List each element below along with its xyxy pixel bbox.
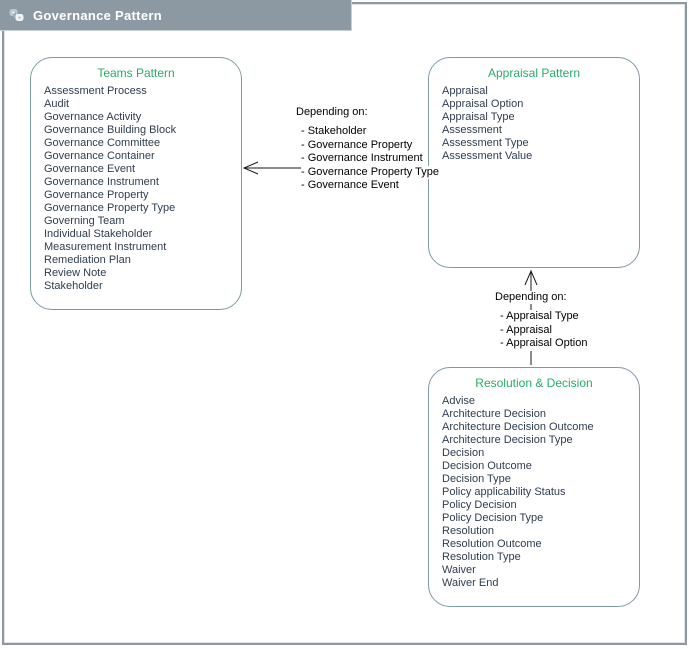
concept-item: Individual Stakeholder — [44, 228, 153, 240]
concept-item: Policy applicability Status — [442, 486, 566, 498]
concept-item: Governing Team — [44, 215, 125, 227]
pattern-box-title: Teams Pattern — [97, 66, 175, 80]
concept-item: Policy Decision Type — [442, 512, 544, 524]
dependency-item: - Appraisal — [500, 323, 554, 337]
dependency-label-title: Depending on: — [495, 291, 569, 304]
dependency-label-appraisal-to-teams: Depending on: - Stakeholder- Governance … — [296, 106, 441, 193]
concept-item: Decision Type — [442, 473, 511, 485]
concept-item: Governance Instrument — [44, 176, 159, 188]
concept-item: Appraisal — [442, 85, 488, 97]
concept-item: Architecture Decision — [442, 408, 546, 420]
concept-item: Remediation Plan — [44, 254, 131, 266]
dependency-item: - Appraisal Option — [500, 337, 590, 351]
concept-item: Stakeholder — [44, 280, 103, 292]
concept-item: Decision Outcome — [442, 460, 532, 472]
concept-item: Assessment — [442, 124, 502, 136]
concept-item: Advise — [442, 395, 476, 407]
concept-item: Governance Property — [44, 189, 149, 201]
concept-item: Governance Event — [44, 163, 136, 175]
dependency-item: - Governance Property Type — [301, 165, 441, 179]
dependency-item-list: - Appraisal Type- Appraisal- Appraisal O… — [495, 310, 590, 351]
concept-item: Resolution — [442, 525, 494, 537]
sitemap-icon — [9, 8, 24, 21]
dependency-item-list: - Stakeholder- Governance Property- Gove… — [296, 125, 441, 193]
concept-item: Governance Activity — [44, 111, 142, 123]
concept-item: Governance Building Block — [44, 124, 177, 136]
concept-item: Assessment Type — [442, 137, 529, 149]
concept-item: Governance Property Type — [44, 202, 176, 214]
dependency-item: - Appraisal Type — [500, 310, 581, 324]
concept-item: Measurement Instrument — [44, 241, 167, 253]
concept-item: Policy Decision — [442, 499, 517, 511]
concept-item: Resolution Type — [442, 551, 521, 563]
dependency-item: - Governance Instrument — [301, 152, 425, 166]
dependency-label-title: Depending on: — [296, 106, 370, 119]
concept-item: Architecture Decision Outcome — [442, 421, 594, 433]
concept-item: Review Note — [44, 267, 107, 279]
concept-item: Decision — [442, 447, 485, 459]
diagram-title: Governance Pattern — [33, 7, 162, 23]
concept-item: Appraisal Type — [442, 111, 515, 123]
dependency-item: - Governance Property — [301, 138, 415, 152]
concept-item: Assessment Process — [44, 85, 147, 97]
dependency-item: - Stakeholder — [301, 125, 369, 139]
concept-item: Governance Container — [44, 150, 155, 162]
concept-item: Architecture Decision Type — [442, 434, 573, 446]
pattern-box-title: Resolution & Decision — [475, 376, 593, 390]
dependency-item: - Governance Event — [301, 179, 401, 193]
diagram-titlebar: Governance Pattern — [0, 0, 352, 31]
concept-item: Governance Committee — [44, 137, 161, 149]
concept-item: Appraisal Option — [442, 98, 524, 110]
pattern-box-title: Appraisal Pattern — [487, 66, 581, 80]
dependency-label-resolution-to-appraisal: Depending on: - Appraisal Type- Appraisa… — [495, 291, 590, 351]
concept-item: Resolution Outcome — [442, 538, 542, 550]
concept-item: Audit — [44, 98, 70, 110]
concept-item: Waiver — [442, 564, 476, 576]
concept-item: Waiver End — [442, 577, 499, 589]
concept-item: Assessment Value — [442, 150, 533, 162]
